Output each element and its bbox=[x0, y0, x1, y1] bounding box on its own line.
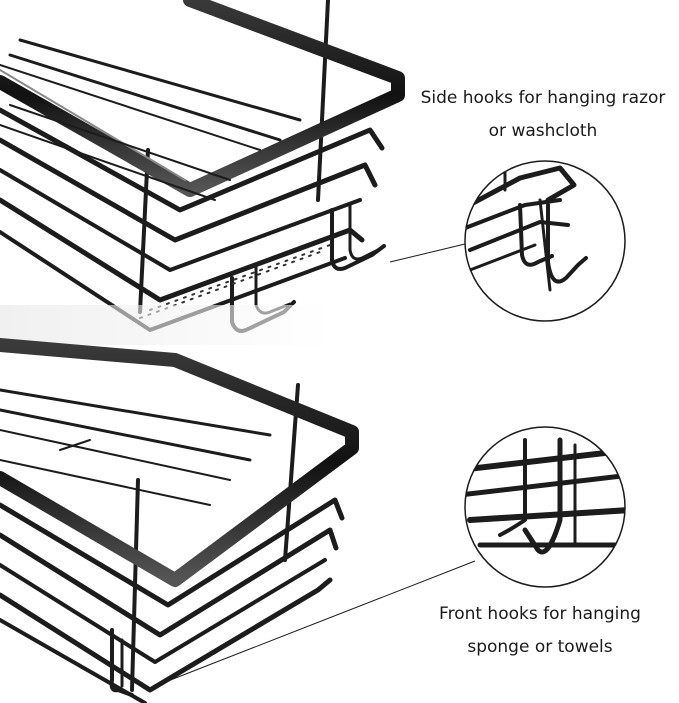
front-hooks-pointer bbox=[149, 560, 476, 689]
front-hooks-caption-line2: sponge or towels bbox=[467, 637, 613, 657]
side-hooks-caption-line2: or washcloth bbox=[488, 121, 598, 141]
front-hooks-caption: Front hooks for hanging sponge or towels bbox=[420, 598, 660, 664]
bottom-shelf bbox=[0, 305, 359, 703]
side-hooks-pointer bbox=[389, 243, 466, 263]
side-hooks-zoom bbox=[464, 160, 626, 322]
front-hooks-caption-line1: Front hooks for hanging bbox=[439, 604, 641, 624]
side-hooks-caption: Side hooks for hanging razor or washclot… bbox=[418, 82, 668, 148]
top-shelf bbox=[0, 0, 405, 333]
front-hooks-zoom bbox=[464, 426, 626, 588]
side-hooks-caption-line1: Side hooks for hanging razor bbox=[420, 88, 666, 108]
